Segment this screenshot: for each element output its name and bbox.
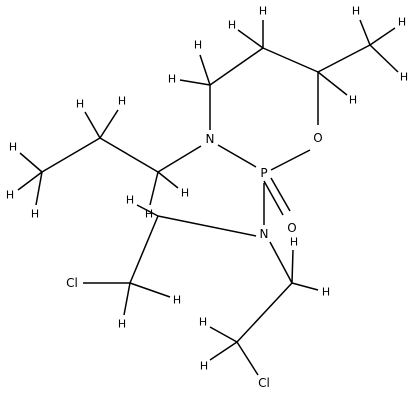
bond-cl2a-cl2b — [236, 282, 293, 343]
h-cc-c: H — [31, 208, 39, 221]
h-c4a: H — [194, 39, 202, 52]
h-cl1b-a: H — [118, 318, 126, 331]
atom-n-ring: N — [206, 132, 215, 146]
atom-o-oxo: O — [287, 221, 296, 235]
h-cl2b-a: H — [199, 316, 207, 329]
h-cl2a-a: H — [290, 236, 298, 249]
bond-c4-c5 — [209, 47, 264, 86]
bond-c6-methyl — [317, 44, 371, 73]
p-oxo-double-bond — [263, 177, 291, 216]
h-cl1a: H — [126, 194, 134, 207]
h-me-b: H — [398, 16, 406, 29]
bond-p-n — [217, 144, 257, 168]
chloroethyl-bonds — [83, 215, 293, 376]
bond-n-ca — [157, 145, 202, 173]
bond-namine-cl1a — [157, 215, 257, 237]
h-c5a: H — [259, 5, 267, 18]
bond-cb-cc — [41, 137, 101, 173]
atom-labels: N O P O N Cl Cl — [66, 131, 323, 390]
h-cl1b-b: H — [173, 294, 181, 307]
h-c5b: H — [228, 19, 236, 32]
ring-bonds — [209, 47, 319, 171]
atom-cl-bottom: Cl — [258, 376, 270, 390]
h-cc-a: H — [9, 141, 17, 154]
h-cb-b: H — [118, 95, 126, 108]
h-cb-a: H — [76, 98, 84, 111]
atom-cl-left: Cl — [66, 276, 78, 290]
h-cl2a-b: H — [322, 286, 330, 299]
bond-cl1a-cl1b — [129, 215, 159, 284]
hydrogen-labels: H H H H H H H H H H H H H H H H H H H H … — [6, 5, 408, 373]
atom-p: P — [260, 166, 267, 180]
h-ca-b: H — [181, 187, 189, 200]
bond-namine-cl2a — [269, 241, 293, 284]
bond-cl2b-cl2 — [236, 341, 259, 376]
h-me-a: H — [400, 71, 408, 84]
h-c4b: H — [168, 73, 176, 86]
h-cl2b-b: H — [200, 360, 208, 373]
bond-c5-c6 — [262, 47, 319, 73]
h-me-c: H — [352, 5, 360, 18]
hydrogen-bonds — [17, 19, 399, 361]
bond-o-p — [270, 149, 311, 171]
h-c6: H — [349, 94, 357, 107]
propyl-bonds — [41, 137, 202, 173]
h-ca-a: H — [145, 208, 153, 221]
atom-o-ring: O — [313, 131, 322, 145]
h-cc-b: H — [6, 189, 14, 202]
bond-ca-cb — [99, 137, 159, 173]
atom-n-amine: N — [260, 227, 269, 241]
